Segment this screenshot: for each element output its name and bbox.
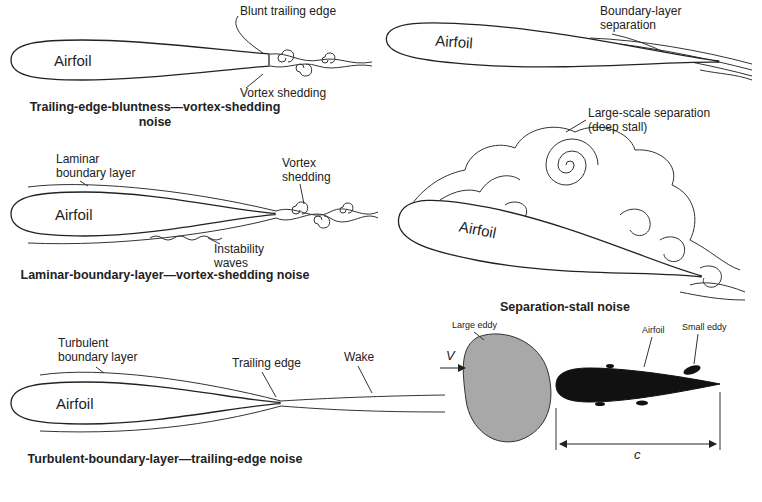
part-label: Airfoil [642,325,665,336]
leader-line [566,120,586,132]
part-label: Vortex shedding [240,86,326,100]
part-label: Vortex shedding [282,156,342,185]
part-label: Trailing edge [232,356,301,370]
part-label: Blunt trailing edge [240,4,336,18]
airfoil-label: Airfoil [435,32,474,52]
airfoil-label: Airfoil [56,395,94,412]
airfoil-outline [10,190,276,238]
part-label: Large eddy [452,320,497,331]
part-label: Boundary-layer separation [600,4,710,33]
leader-line [358,366,372,393]
airfoil-shape: Airfoil [10,380,281,426]
part-label: c [634,447,641,463]
airfoil-outline [10,38,270,82]
part-label: V [446,348,455,364]
eddy-figure [440,332,720,450]
leader-line [246,74,263,88]
caption-text: Laminar-boundary-layer—vortex-shedding n… [15,268,315,283]
airfoil-outline [384,16,721,83]
caption-text: Separation-stall noise [500,300,630,315]
vortex-street [270,50,372,76]
part-label: Small eddy [682,322,727,333]
airfoil-outline [10,380,281,426]
part-label: Large-scale separation (deep stall) [588,106,738,135]
caption-text: Trailing-edge-bluntness—vortex-shedding … [20,100,290,130]
airfoil-shape: Airfoil [384,16,721,83]
part-label: Laminar boundary layer [56,152,146,181]
leader-line [300,184,304,204]
airfoil-shape: Airfoil [10,38,270,82]
airfoil-shape: Airfoil [392,189,707,305]
airfoil-outline [392,189,707,305]
caption-text: Turbulent-boundary-layer—trailing-edge n… [20,452,310,467]
airfoil-label: Airfoil [54,52,92,69]
part-label: Wake [344,350,374,364]
part-label: Turbulent boundary layer [58,336,138,365]
airfoil-label: Airfoil [55,206,93,223]
leader-line [262,372,276,397]
part-label: Instability waves [214,242,276,271]
airfoil-shape: Airfoil [10,190,276,238]
leader-line [236,16,263,53]
leader-line [80,181,88,186]
